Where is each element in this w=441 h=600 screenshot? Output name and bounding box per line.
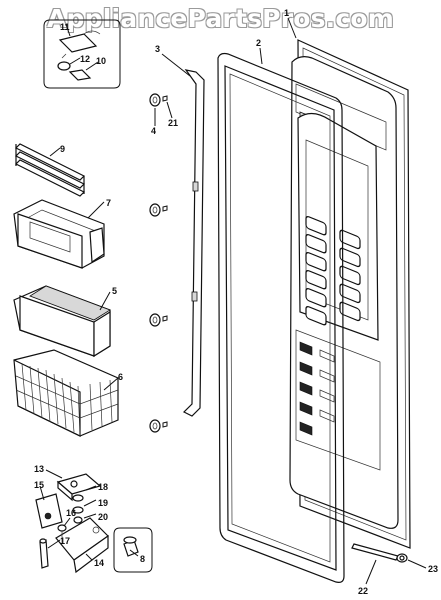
- callout-3: 3: [155, 44, 160, 54]
- callout-2: 2: [256, 38, 261, 48]
- wire-bin-rack-part: [14, 143, 86, 197]
- door-liner-part: [289, 39, 411, 549]
- callout-1: 1: [284, 8, 289, 18]
- dispenser-bin-part: [13, 285, 111, 358]
- callout-15: 15: [34, 480, 44, 490]
- callout-13: 13: [34, 464, 44, 474]
- callout-9: 9: [60, 144, 65, 154]
- callout-labels: 1 2 3 4 21 11 12 10 9 7 5 6 13 15 18 19 …: [34, 8, 438, 596]
- door-bin-part: [13, 199, 105, 269]
- callout-6: 6: [118, 372, 123, 382]
- cam-inset: [113, 527, 153, 573]
- drain-tube-part: [351, 543, 408, 563]
- callout-8: 8: [140, 554, 145, 564]
- leader-lines: [39, 17, 427, 585]
- callout-12: 12: [80, 54, 90, 64]
- switch-kit-inset: [43, 19, 121, 89]
- shelf-rail-part: [182, 69, 205, 417]
- callout-4: 4: [151, 126, 156, 136]
- lower-rail-slots: [299, 341, 335, 436]
- dispenser-slots: [305, 215, 361, 326]
- callout-16: 16: [66, 508, 76, 518]
- callout-5: 5: [112, 286, 117, 296]
- callout-7: 7: [106, 198, 111, 208]
- screw-cap-set: [149, 93, 168, 433]
- wire-basket-part: [13, 349, 119, 437]
- callout-22: 22: [358, 586, 368, 596]
- door-gasket-part: [217, 52, 345, 583]
- callout-10: 10: [96, 56, 106, 66]
- callout-21: 21: [168, 118, 178, 128]
- callout-11: 11: [60, 22, 70, 32]
- callout-17: 17: [60, 536, 70, 546]
- callout-18: 18: [98, 482, 108, 492]
- callout-19: 19: [98, 498, 108, 508]
- callout-14: 14: [94, 558, 104, 568]
- callout-20: 20: [98, 512, 108, 522]
- callout-23: 23: [428, 564, 438, 574]
